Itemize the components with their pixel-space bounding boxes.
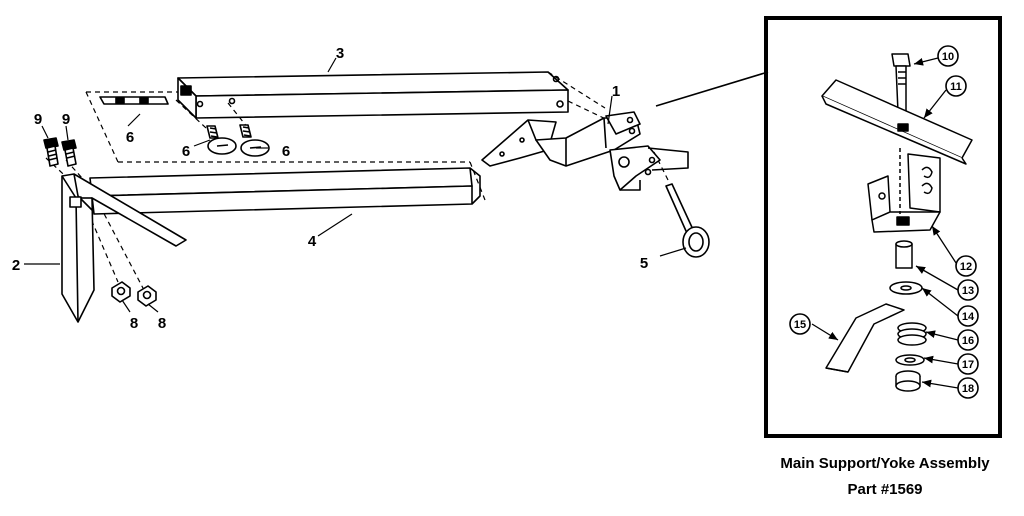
nut-part-8b: [137, 285, 157, 307]
spring-part-16: [897, 322, 927, 346]
carriage-bolt-part-6b: [239, 124, 270, 157]
callout-1: 1: [612, 83, 620, 100]
callout-13: 13: [957, 279, 979, 301]
spacer-part-13: [895, 240, 913, 269]
svg-text:13: 13: [962, 285, 974, 297]
bar-part-11: [821, 79, 973, 165]
svg-text:17: 17: [962, 359, 974, 371]
callout-6a: 6: [182, 143, 190, 160]
callout-15: 15: [789, 313, 811, 335]
callout-14: 14: [957, 305, 979, 327]
callout-2: 2: [12, 257, 20, 274]
callout-9a: 9: [34, 111, 42, 128]
callout-6b: 6: [282, 143, 290, 160]
inset-caption-part-number: Part #1569: [847, 481, 923, 498]
yoke-assembly-inset: 10 11 12 13 14 15: [764, 16, 1002, 438]
callout-18: 18: [957, 377, 979, 399]
yoke-bracket-part-12: [867, 148, 941, 233]
svg-text:18: 18: [962, 383, 974, 395]
svg-text:10: 10: [942, 51, 954, 63]
callout-7: 6: [126, 129, 134, 146]
callout-10: 10: [937, 45, 959, 67]
washer-part-17: [895, 354, 925, 366]
yoke-arm-part-15: [825, 303, 905, 373]
shank-part-2: [61, 173, 187, 323]
callout-17: 17: [957, 353, 979, 375]
nut-part-8a: [111, 281, 131, 303]
callout-8a: 8: [130, 315, 138, 332]
callout-leaders-main: [24, 57, 687, 313]
plate-part-7: [99, 96, 169, 105]
svg-text:11: 11: [950, 81, 962, 93]
svg-text:14: 14: [962, 311, 975, 323]
inset-caption-title: Main Support/Yoke Assembly: [780, 455, 990, 472]
hitch-pin-part-5: [665, 183, 710, 258]
svg-text:16: 16: [962, 335, 974, 347]
callout-4: 4: [308, 233, 317, 250]
inset-leader-line: [655, 71, 769, 107]
main-support-part-1: [481, 111, 689, 191]
callout-8b: 8: [158, 315, 166, 332]
callout-9b: 9: [62, 111, 70, 128]
lower-tube-part-4: [89, 167, 481, 215]
callout-labels-inset: 10 11 12 13 14 15: [789, 45, 979, 399]
callout-16: 16: [957, 329, 979, 351]
callout-12: 12: [955, 255, 977, 277]
bolt-part-9b: [61, 139, 77, 167]
callout-11: 11: [945, 75, 967, 97]
svg-text:12: 12: [960, 261, 972, 273]
inset-frame: [764, 16, 1002, 438]
callout-5: 5: [640, 255, 648, 272]
carriage-bolt-part-6a: [206, 125, 237, 155]
upper-tube-part-3: [177, 71, 569, 119]
bolt-part-10: [891, 53, 911, 113]
washer-part-14: [889, 281, 923, 295]
callout-leaders-inset: [811, 57, 959, 389]
nut-part-18: [895, 370, 921, 392]
callout-3: 3: [336, 45, 344, 62]
bolt-part-9a: [43, 137, 59, 167]
callout-labels-main: 3 1 6 6 6 9 9 2 4 5 8 8: [12, 45, 648, 332]
svg-text:15: 15: [794, 319, 806, 331]
